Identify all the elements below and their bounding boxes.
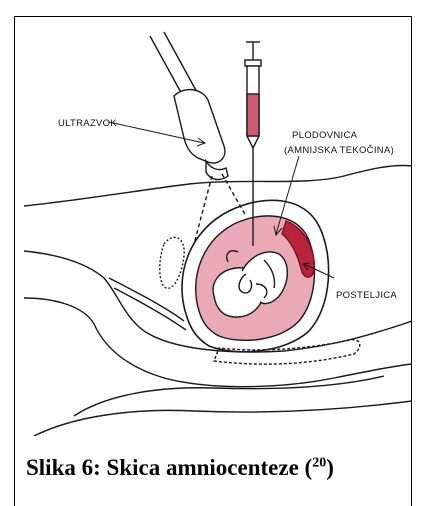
pelvic-outline bbox=[74, 376, 384, 416]
bladder bbox=[160, 237, 184, 288]
caption-close: ) bbox=[326, 455, 334, 480]
amniocentesis-illustration bbox=[14, 16, 412, 436]
label-amniotic-fluid: (AMNIJSKA TEKOČINA) bbox=[284, 145, 394, 156]
syringe-fluid bbox=[247, 94, 259, 136]
label-amniotic-sac: PLODOVNICA bbox=[292, 130, 357, 141]
ultrasound-probe bbox=[150, 32, 228, 179]
syringe bbox=[245, 42, 261, 246]
label-placenta: POSTELJICA bbox=[336, 290, 397, 301]
ultrasound-beam bbox=[222, 174, 246, 216]
caption-text: Slika 6: Skica amniocenteze ( bbox=[26, 455, 312, 480]
caption-reference: 20 bbox=[312, 455, 326, 470]
figure-caption: Slika 6: Skica amniocenteze (20) bbox=[26, 455, 334, 481]
ultrasound-beam bbox=[194, 176, 212, 244]
label-ultrasound: ULTRAZVOK bbox=[58, 118, 117, 129]
